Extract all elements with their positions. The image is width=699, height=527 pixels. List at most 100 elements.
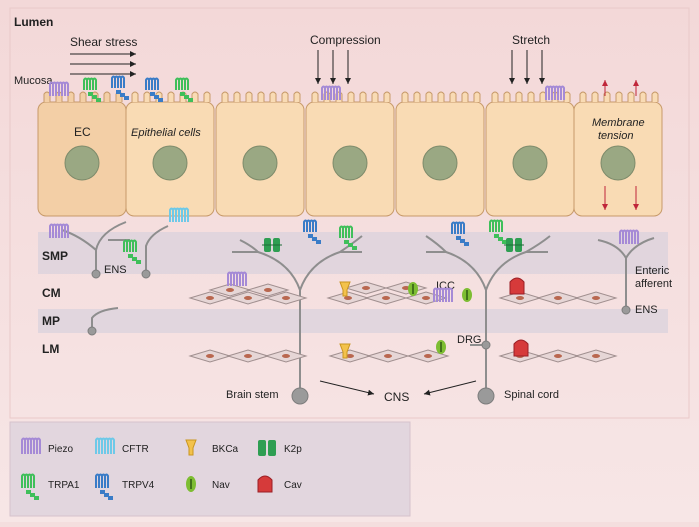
tension-label: tension	[598, 130, 633, 142]
lumen-label: Lumen	[14, 15, 53, 29]
neuron-fiber	[485, 251, 548, 291]
nav-channel-glyph	[408, 282, 418, 296]
mp-band	[38, 309, 668, 333]
legend-item-nav: Nav	[186, 476, 230, 492]
cav-icon	[257, 475, 273, 493]
ec-label: EC	[74, 125, 91, 139]
trpv4-channel-glyph	[451, 221, 469, 246]
compression-label: Compression	[310, 33, 381, 47]
legend-label: Piezo	[48, 444, 73, 455]
smooth-muscle-cell	[574, 291, 618, 305]
cav-channel-glyph	[513, 339, 529, 357]
legend-box	[9, 421, 411, 517]
epithelial-cell	[573, 91, 663, 217]
nav-icon	[186, 476, 196, 492]
shear-stress-label: Shear stress	[70, 35, 137, 49]
nav-channel-glyph	[462, 288, 472, 302]
legend-label: K2p	[284, 444, 302, 455]
cns-label: CNS	[384, 390, 409, 404]
epithelial-cell	[125, 91, 215, 217]
trpv4-channel-glyph	[111, 75, 129, 100]
trpv4-channel-glyph	[145, 77, 163, 102]
piezo-channel-glyph	[321, 85, 341, 100]
legend-label: BKCa	[212, 444, 239, 455]
neuron-soma	[87, 326, 97, 336]
trpa1-channel-glyph	[175, 77, 193, 102]
mucosa-label: Mucosa	[14, 75, 53, 87]
trpv4-channel-glyph	[303, 219, 321, 244]
neuron-soma	[91, 269, 101, 279]
legend-item-trpv4: TRPV4	[95, 473, 155, 500]
legend-label: CFTR	[122, 444, 149, 455]
cns-arrows	[319, 380, 477, 396]
smooth-muscle-cell	[574, 349, 618, 363]
epithelial-cell	[485, 91, 575, 217]
neuron-soma	[477, 387, 495, 405]
k2p-channel-glyph	[504, 238, 524, 252]
piezo-channel-glyph	[49, 81, 69, 96]
neuron-soma	[481, 340, 491, 350]
trpa1-channel-glyph	[339, 225, 357, 250]
channel-glyphs	[49, 75, 639, 359]
stretch-label: Stretch	[512, 33, 550, 47]
enteric-label: Enteric	[635, 265, 670, 277]
lm-label: LM	[42, 342, 59, 356]
piezo-channel-glyph	[227, 271, 247, 286]
k2p-channel-glyph	[262, 238, 282, 252]
epithelial-cell-row	[37, 91, 663, 217]
cftr-icon	[95, 437, 115, 454]
legend-item-piezo: Piezo	[21, 437, 73, 455]
legend-label: TRPV4	[122, 480, 155, 491]
nav-channel-glyph	[436, 340, 446, 354]
membrane-tension-arrows	[602, 80, 639, 210]
k2p-icon	[258, 440, 276, 456]
smooth-muscle-cell	[264, 291, 308, 305]
epithelial-cell	[305, 91, 395, 217]
epithelial-cell	[395, 91, 485, 217]
neuron-fiber	[239, 239, 259, 253]
legend-label: TRPA1	[48, 480, 80, 491]
piezo-icon	[21, 437, 41, 454]
piezo-channel-glyph	[619, 229, 639, 244]
ens-left-label: ENS	[104, 264, 127, 276]
smp-label: SMP	[42, 249, 68, 263]
epithelial-cells-label: Epithelial cells	[131, 127, 201, 139]
trpv4-icon	[95, 473, 113, 500]
trpa1-channel-glyph	[123, 239, 141, 264]
ens-right-label: ENS	[635, 304, 658, 316]
neuron-fiber	[625, 237, 655, 259]
panel-border	[9, 7, 690, 419]
neuron-fiber	[299, 251, 362, 291]
spinal-cord-label: Spinal cord	[504, 389, 559, 401]
membrane-label: Membrane	[592, 117, 645, 129]
legend-item-cav: Cav	[257, 475, 302, 493]
trpa1-channel-glyph	[489, 219, 507, 244]
legend-label: Nav	[212, 480, 230, 491]
compression-arrows	[315, 50, 351, 84]
trpa1-icon	[21, 473, 39, 500]
drg-label: DRG	[457, 334, 481, 346]
trpa1-channel-glyph	[83, 77, 101, 102]
bkca-channel-glyph	[339, 281, 351, 297]
neuron-fiber	[525, 235, 551, 253]
legend-item-cftr: CFTR	[95, 437, 149, 455]
mp-label: MP	[42, 314, 60, 328]
smooth-muscle-cell	[226, 349, 270, 363]
epithelial-cell	[215, 91, 305, 217]
stretch-arrows	[509, 50, 545, 84]
legend-item-trpa1: TRPA1	[21, 473, 80, 500]
cm-label: CM	[42, 286, 61, 300]
afferent-label: afferent	[635, 278, 672, 290]
bkca-icon	[185, 439, 197, 456]
piezo-channel-glyph	[49, 223, 69, 238]
neuron-soma	[291, 387, 309, 405]
legend-item-k2p: K2p	[258, 440, 302, 456]
legend-label: Cav	[284, 480, 302, 491]
neuron-network	[61, 221, 655, 405]
neuron-soma	[141, 269, 151, 279]
bkca-channel-glyph	[339, 343, 351, 359]
legend-item-bkca: BKCa	[185, 439, 239, 456]
